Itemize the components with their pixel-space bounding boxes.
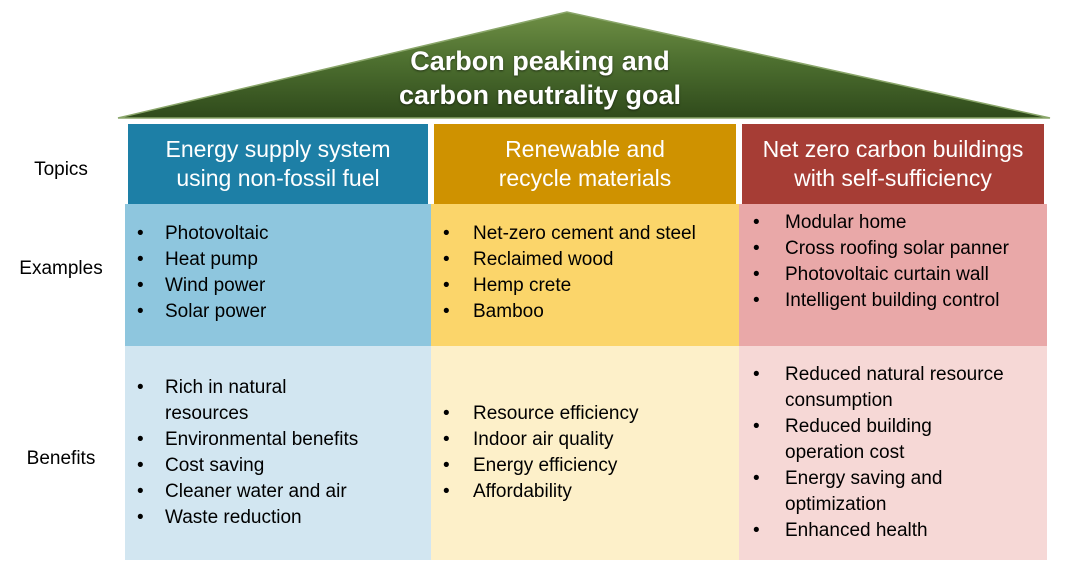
header-label: Renewable and recycle materials xyxy=(498,136,672,191)
header-renewable-materials: Renewable and recycle materials xyxy=(431,124,739,204)
list-item: Net-zero cement and steel xyxy=(431,221,739,247)
list-item: Photovoltaic curtain wall xyxy=(739,262,1047,288)
list-item: Heat pump xyxy=(125,247,431,273)
row-label-examples: Examples xyxy=(19,258,103,279)
list-item: Cleaner water and air xyxy=(125,479,431,505)
list-item: Modular home xyxy=(739,210,1047,236)
list-item: Energy saving and optimization xyxy=(739,466,1047,518)
list-item: Photovoltaic xyxy=(125,221,431,247)
list-item: Energy efficiency xyxy=(431,453,739,479)
benefits-energy-supply: Rich in natural resources Environmental … xyxy=(125,346,431,560)
examples-renewable-materials: Net-zero cement and steel Reclaimed wood… xyxy=(431,204,739,346)
list-item: Reclaimed wood xyxy=(431,247,739,273)
list-item: Solar power xyxy=(125,299,431,325)
list-item: Indoor air quality xyxy=(431,427,739,453)
list-item: Enhanced health xyxy=(739,518,1047,544)
list-item: Rich in natural resources xyxy=(125,375,431,427)
list-item: Cross roofing solar panner xyxy=(739,236,1047,262)
benefits-renewable-materials: Resource efficiency Indoor air quality E… xyxy=(431,346,739,560)
row-label-benefits: Benefits xyxy=(26,448,96,469)
roof xyxy=(117,11,1051,119)
list-item: Reduced natural resource consumption xyxy=(739,362,1047,414)
list-item: Affordability xyxy=(431,479,739,505)
examples-net-zero-buildings: Modular home Cross roofing solar panner … xyxy=(739,204,1047,346)
list-item: Waste reduction xyxy=(125,505,431,531)
list-item: Bamboo xyxy=(431,299,739,325)
header-energy-supply: Energy supply system using non-fossil fu… xyxy=(125,124,431,204)
header-label: Net zero carbon buildings with self-suff… xyxy=(762,136,1024,191)
list-item: Intelligent building control xyxy=(739,288,1047,314)
list-item: Environmental benefits xyxy=(125,427,431,453)
list-item: Reduced building operation cost xyxy=(739,414,1047,466)
list-item: Cost saving xyxy=(125,453,431,479)
header-label: Energy supply system using non-fossil fu… xyxy=(165,136,391,191)
list-item: Hemp crete xyxy=(431,273,739,299)
header-net-zero-buildings: Net zero carbon buildings with self-suff… xyxy=(739,124,1047,204)
examples-energy-supply: Photovoltaic Heat pump Wind power Solar … xyxy=(125,204,431,346)
list-item: Resource efficiency xyxy=(431,401,739,427)
benefits-net-zero-buildings: Reduced natural resource consumption Red… xyxy=(739,346,1047,560)
list-item: Wind power xyxy=(125,273,431,299)
row-label-topics: Topics xyxy=(34,159,88,180)
